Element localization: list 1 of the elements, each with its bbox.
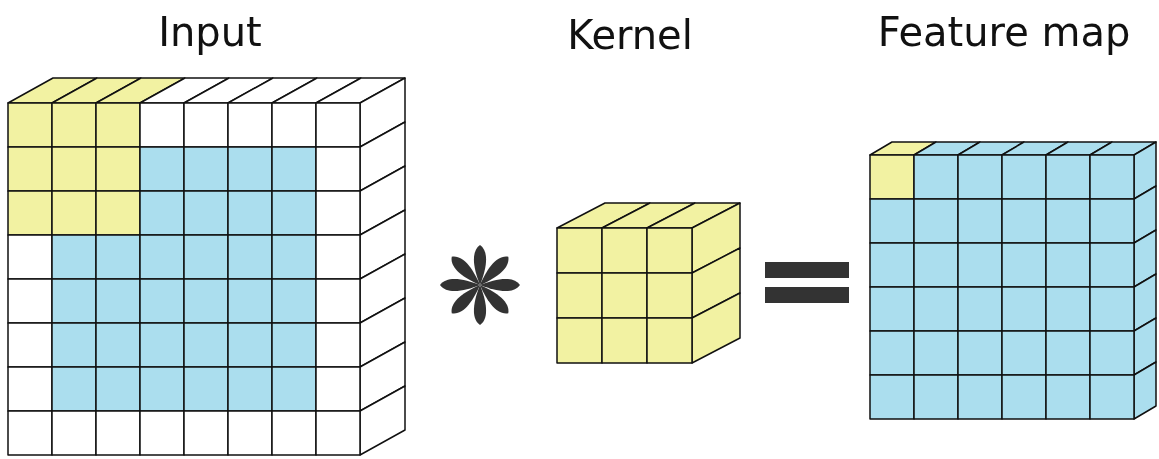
heading: Kernel bbox=[567, 15, 693, 55]
